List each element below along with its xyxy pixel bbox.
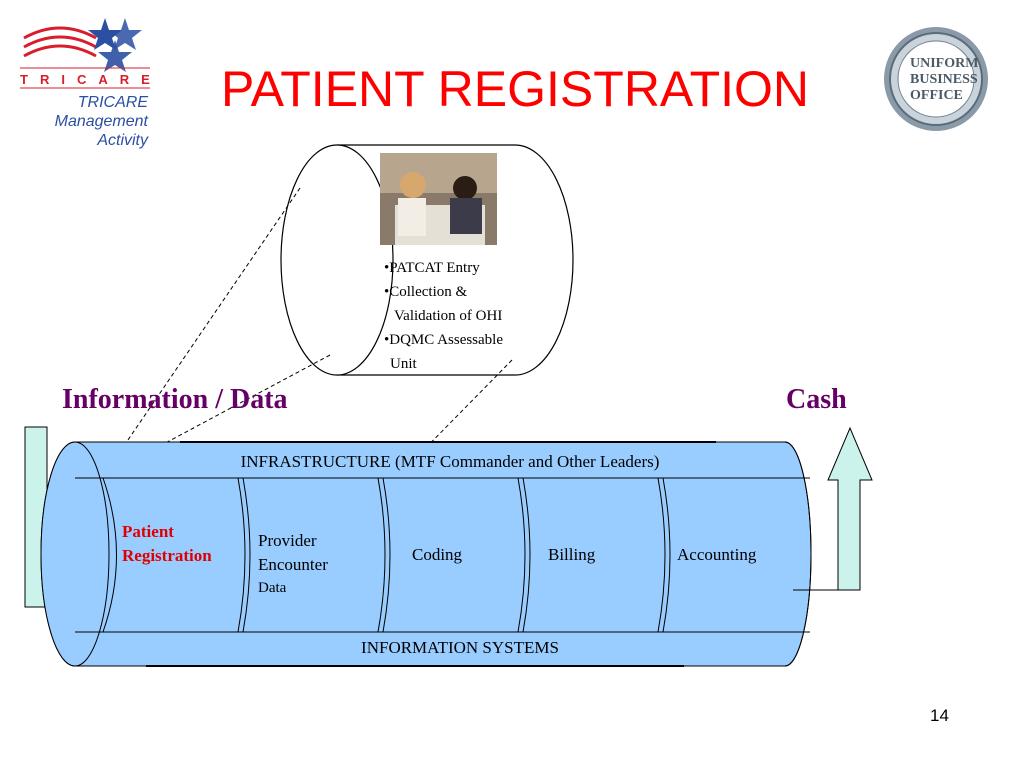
input-label: Information / Data [62, 384, 288, 415]
ubo-line-1: UNIFORM [910, 56, 979, 71]
ubo-line-3: OFFICE [910, 88, 963, 103]
tricare-logo-graphic [20, 18, 150, 89]
tma-line-2: Management [54, 113, 148, 130]
infrastructure-band-label: INFRASTRUCTURE (MTF Commander and Other … [240, 452, 660, 471]
segment-patient-registration: Patient Registration [122, 520, 212, 568]
ubo-line-2: BUSINESS [910, 72, 978, 87]
output-label: Cash [786, 384, 847, 415]
segment-coding: Coding [412, 545, 463, 564]
callout-bullets: •PATCAT Entry •Collection & Validation o… [384, 256, 503, 376]
segment-patient-line-1: Patient [122, 522, 174, 541]
segment-billing: Billing [548, 545, 596, 564]
slide-title: PATIENT REGISTRATION [220, 61, 809, 117]
tricare-wordmark: TRICARE [20, 72, 162, 87]
bullet-validation-ohi: Validation of OHI [394, 308, 503, 324]
segment-provider-line-2: Encounter [258, 555, 328, 574]
tma-line-1: TRICARE [77, 94, 148, 111]
segment-patient-line-2: Registration [122, 546, 212, 565]
page-number: 14 [930, 706, 949, 725]
segment-provider-encounter: Provider Encounter Data [258, 529, 328, 599]
output-arrow [793, 426, 873, 591]
segment-provider-line-3: Data [258, 580, 287, 596]
callout-cylinder [280, 144, 574, 376]
ubo-seal-graphic [884, 27, 988, 131]
bullet-collection: •Collection & [384, 284, 468, 300]
tricare-management-activity-text: TRICARE Management Activity [18, 93, 148, 150]
segment-accounting: Accounting [677, 545, 757, 564]
bullet-patcat-entry: •PATCAT Entry [384, 260, 480, 276]
bullet-unit: Unit [390, 356, 417, 372]
process-pipe [40, 441, 812, 667]
tma-line-3: Activity [97, 132, 148, 149]
bullet-dqmc: •DQMC Assessable [384, 332, 504, 348]
information-systems-band-label: INFORMATION SYSTEMS [361, 638, 559, 657]
segment-provider-line-1: Provider [258, 531, 317, 550]
ubo-seal-text: UNIFORM BUSINESS OFFICE [910, 56, 978, 104]
